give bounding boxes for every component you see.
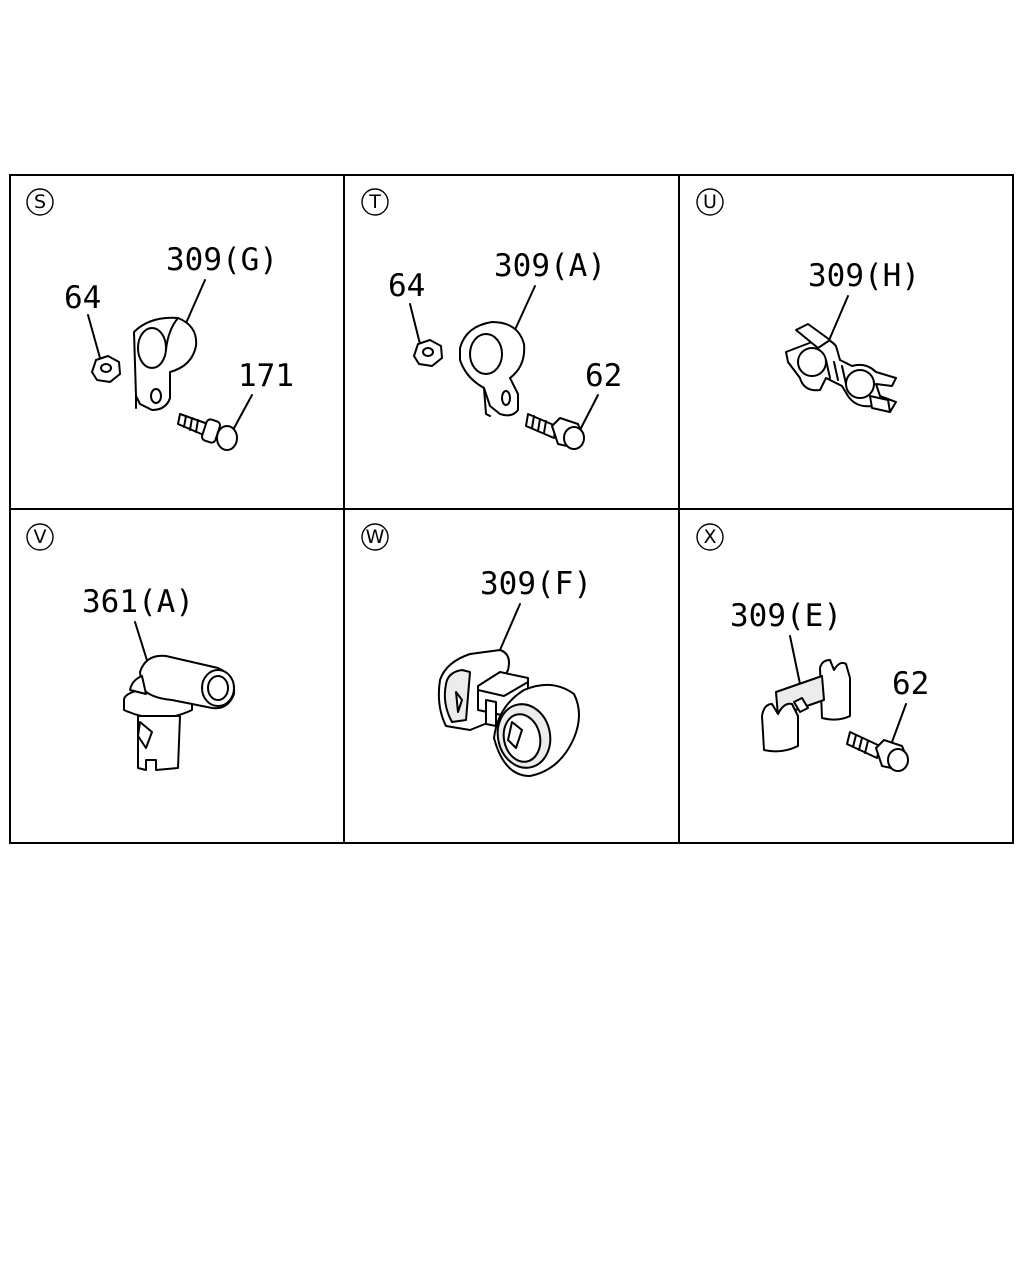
clamp-309g [133, 316, 198, 411]
panel-s-label-171: 171 [238, 358, 294, 394]
panel-s: S 309(G) 64 171 [26, 188, 294, 451]
bolt-62-t [525, 413, 585, 450]
panel-t-label-62: 62 [585, 358, 622, 394]
panel-u-letter: U [703, 191, 717, 213]
panel-t: T 309(A) 64 62 [361, 188, 622, 450]
panel-t-label-309a: 309(A) [494, 248, 606, 284]
panel-x-label-309e: 309(E) [730, 598, 842, 634]
panel-w-letter: W [366, 526, 385, 548]
panel-w: W 309(F) [361, 523, 592, 777]
double-clip-309h [785, 323, 897, 413]
panel-u: U 309(H) [696, 188, 920, 413]
panel-w-marker-circle [361, 523, 389, 551]
panel-s-letter: S [34, 191, 46, 213]
panel-v-marker-circle [26, 523, 54, 551]
clamp-309a [459, 321, 526, 417]
panel-x: X 309(E) 62 [696, 523, 929, 772]
panel-t-letter: T [368, 191, 381, 213]
bolt-171 [177, 413, 238, 451]
panel-grid [9, 174, 1014, 844]
panel-x-label-62: 62 [892, 666, 929, 702]
bolt-62-x [846, 731, 909, 772]
panel-u-label-309h: 309(H) [808, 258, 920, 294]
panel-v-letter: V [34, 526, 47, 548]
panel-s-label-64: 64 [64, 280, 101, 316]
panel-s-label-309g: 309(G) [166, 242, 278, 278]
connector-361a [123, 654, 236, 771]
panel-u-marker-circle [696, 188, 724, 216]
panel-x-letter: X [703, 526, 716, 548]
panel-s-marker-circle [26, 188, 54, 216]
flange-nut-64-s [91, 355, 121, 383]
panel-x-marker-circle [696, 523, 724, 551]
double-clamp-309f [437, 649, 580, 777]
panel-t-marker-circle [361, 188, 389, 216]
panel-v: V 361(A) [26, 523, 236, 771]
double-clip-309e [761, 659, 851, 753]
panel-t-label-64: 64 [388, 268, 425, 304]
flange-nut-64-t [413, 339, 443, 367]
panel-v-label-361a: 361(A) [82, 584, 194, 620]
panel-w-label-309f: 309(F) [480, 566, 592, 602]
